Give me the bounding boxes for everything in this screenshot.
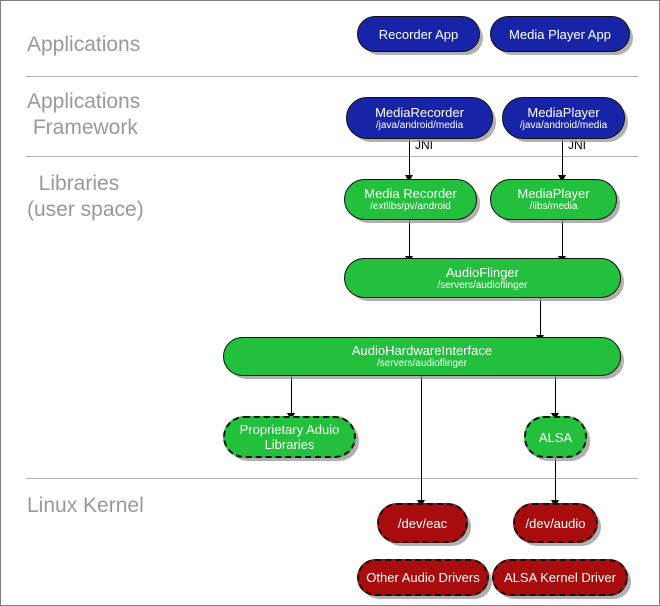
node-dev-audio-title: /dev/audio [525,515,586,531]
edge-label-jni-right: JNI [568,138,586,152]
node-audioflinger[interactable]: AudioFlinger /servers/audioflinger [344,258,621,298]
node-mediarecorder-framework[interactable]: MediaRecorder /java/android/media [346,97,493,139]
divider-framework [26,156,638,157]
node-mediarecorder-framework-title: MediaRecorder [375,104,464,120]
node-other-audio-drivers[interactable]: Other Audio Drivers [357,559,489,596]
node-media-player-app-title: Media Player App [509,26,611,42]
node-media-player-app[interactable]: Media Player App [490,16,630,52]
edge-label-jni-left: JNI [415,138,433,152]
node-audioflinger-title: AudioFlinger [446,264,519,280]
node-alsa-kernel-driver[interactable]: ALSA Kernel Driver [492,559,628,596]
node-alsa-kernel-driver-title: ALSA Kernel Driver [504,570,616,585]
node-mediaplayer-framework[interactable]: MediaPlayer /java/android/media [502,97,625,139]
node-audioflinger-path: /servers/audioflinger [437,279,528,291]
node-mediaplayer-library-path: /libs/media [529,201,578,212]
connector-alsa-to-dev-audio [555,458,556,503]
layer-label-linux-kernel: Linux Kernel [27,494,144,517]
connector-audiohardwareinterface-to-dev-eac [421,376,422,503]
node-alsa-title: ALSA [538,429,573,445]
layer-label-libraries: Libraries (user space) [27,172,144,221]
node-media-recorder-library-path: /extlibs/pv/android [370,201,451,212]
node-media-recorder-library[interactable]: Media Recorder /extlibs/pv/android [344,179,477,220]
connector-mediarecorder-to-media-recorder-lib [409,139,410,177]
node-recorder-app-title: Recorder App [378,26,459,42]
node-audiohardwareinterface-path: /servers/audioflinger [376,358,468,369]
node-mediaplayer-library[interactable]: MediaPlayer /libs/media [490,179,617,220]
node-mediarecorder-framework-path: /java/android/media [375,119,464,131]
connector-audiohardwareinterface-to-alsa [555,376,556,416]
layer-label-applications-framework: Applications Framework [27,90,141,139]
divider-libraries [26,478,638,479]
layer-label-applications: Applications [27,33,141,56]
node-proprietary-audio-libraries-title: Proprietary Aduio Libraries [239,422,340,452]
node-proprietary-audio-libraries[interactable]: Proprietary Aduio Libraries [223,416,356,458]
node-dev-eac-title: /dev/eac [397,515,448,531]
divider-applications [26,76,638,77]
connector-media-recorder-lib-to-audioflinger [409,220,410,258]
node-mediaplayer-library-title: MediaPlayer [517,186,590,201]
node-dev-eac[interactable]: /dev/eac [377,503,468,543]
node-audiohardwareinterface[interactable]: AudioHardwareInterface /servers/audiofli… [223,337,621,376]
node-alsa[interactable]: ALSA [524,416,587,458]
node-dev-audio[interactable]: /dev/audio [513,503,598,543]
node-media-recorder-library-title: Media Recorder [364,186,457,201]
node-mediaplayer-framework-path: /java/android/media [519,119,608,131]
node-recorder-app[interactable]: Recorder App [357,16,480,52]
node-mediaplayer-framework-title: MediaPlayer [527,104,600,120]
connector-audioflinger-to-audiohardwareinterface [540,298,541,337]
node-other-audio-drivers-title: Other Audio Drivers [366,570,480,585]
connector-mediaplayer-to-mediaplayer-lib [562,139,563,177]
connector-audiohardwareinterface-to-proprietary-libraries [291,376,292,416]
connector-mediaplayer-lib-to-audioflinger [562,220,563,258]
node-audiohardwareinterface-title: AudioHardwareInterface [351,343,493,358]
